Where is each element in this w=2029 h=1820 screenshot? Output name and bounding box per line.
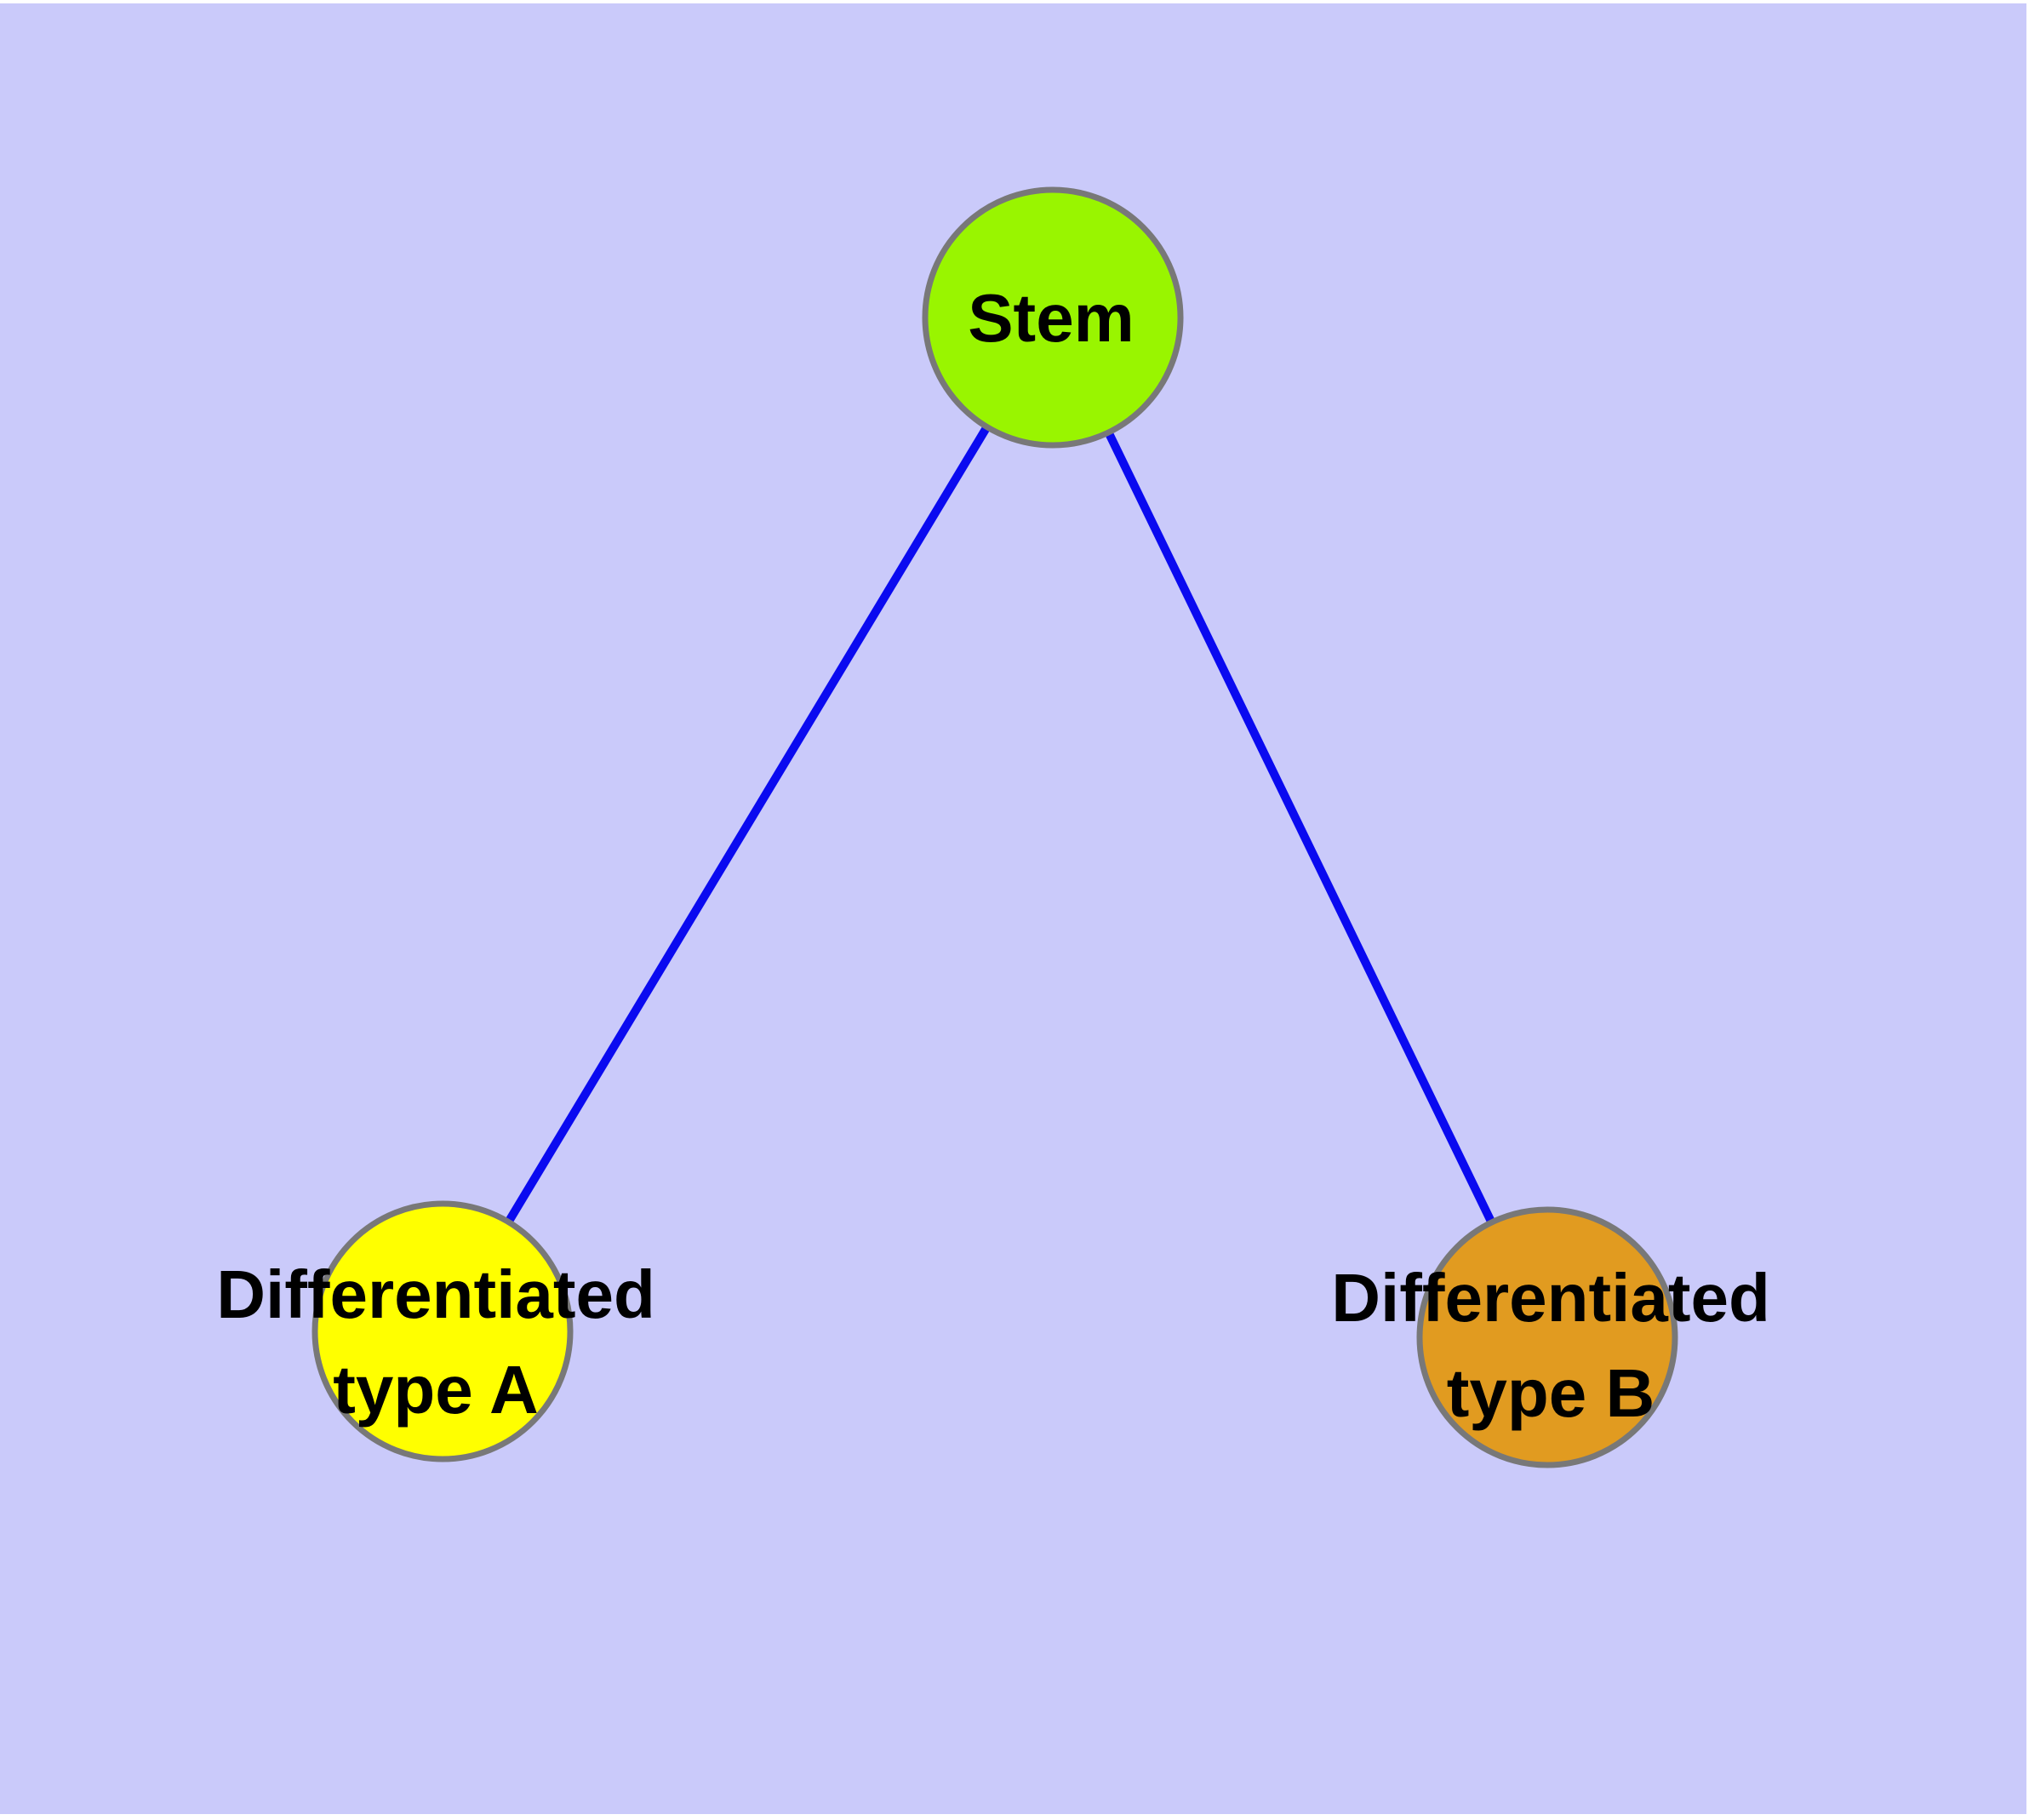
edge-stem-to-type-a	[438, 315, 1057, 1334]
node-differentiated-type-a-label-line2: type A	[333, 1352, 539, 1428]
node-stem: Stem	[922, 186, 1184, 449]
node-differentiated-type-a-label-line1: Differentiated	[216, 1256, 655, 1332]
node-differentiated-type-b-label-line2: type B	[1447, 1355, 1655, 1431]
node-differentiated-type-b-circle	[1416, 1206, 1678, 1468]
node-differentiated-type-b: Differentiated type B	[1331, 1206, 1770, 1468]
node-stem-circle	[922, 186, 1184, 449]
node-stem-label: Stem	[968, 280, 1135, 356]
node-differentiated-type-a-circle	[311, 1200, 574, 1462]
edge-stem-to-type-b	[1049, 315, 1552, 1340]
node-differentiated-type-a: Differentiated type A	[216, 1200, 655, 1462]
node-differentiated-type-b-label-line1: Differentiated	[1331, 1260, 1770, 1336]
